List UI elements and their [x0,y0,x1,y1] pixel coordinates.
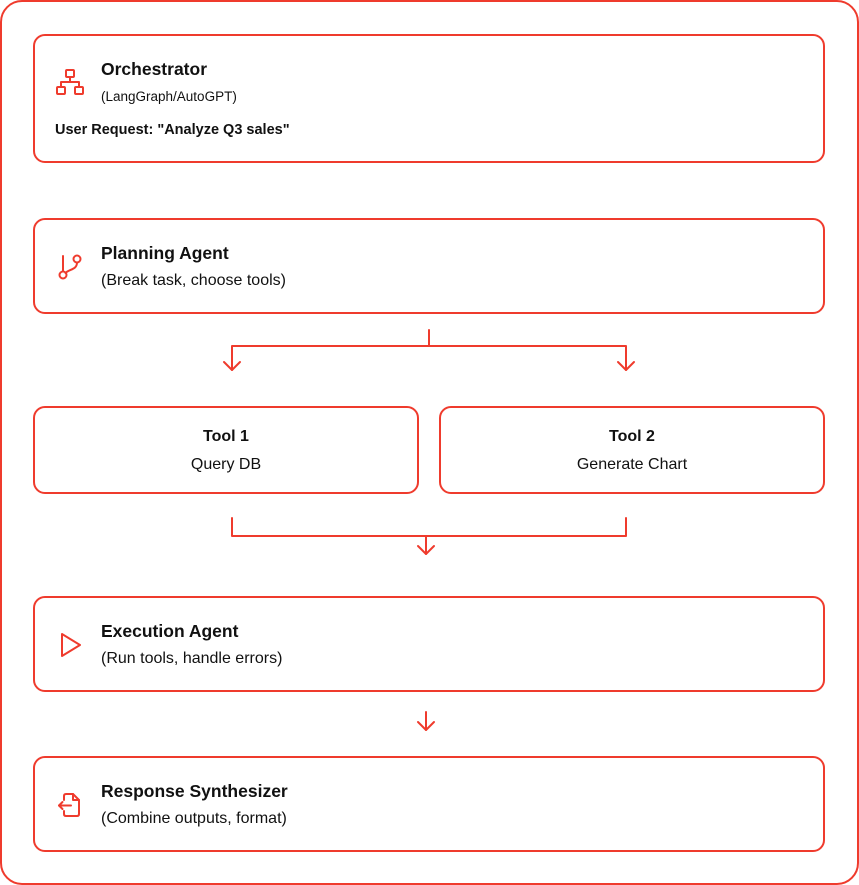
play-icon [55,630,85,660]
orchestrator-box: Orchestrator (LangGraph/AutoGPT) User Re… [33,34,825,163]
tool-2-title: Tool 2 [609,428,655,445]
tool-2-subtitle: Generate Chart [576,456,688,473]
tool-1-subtitle: Query DB [190,456,262,473]
tool-1-title: Tool 1 [203,428,249,445]
planning-agent-title: Planning Agent [101,243,229,263]
file-export-icon [55,790,85,820]
response-synthesizer-subtitle: (Combine outputs, format) [101,810,287,827]
tool-1-box: Tool 1 Query DB [33,406,419,494]
execution-agent-box: Execution Agent (Run tools, handle error… [33,596,825,692]
orchestrator-title: Orchestrator [101,59,208,79]
response-synthesizer-title: Response Synthesizer [101,781,288,801]
response-synthesizer-box: Response Synthesizer (Combine outputs, f… [33,756,825,852]
user-request-text: User Request: "Analyze Q3 sales" [55,122,290,138]
execution-agent-subtitle: (Run tools, handle errors) [101,650,283,667]
tool-2-box: Tool 2 Generate Chart [439,406,825,494]
planning-agent-box: Planning Agent (Break task, choose tools… [33,218,825,314]
planning-agent-subtitle: (Break task, choose tools) [101,272,286,289]
git-branch-icon [55,252,85,282]
execution-agent-title: Execution Agent [101,621,239,641]
sitemap-icon [55,68,85,98]
orchestrator-subtitle: (LangGraph/AutoGPT) [101,89,237,104]
